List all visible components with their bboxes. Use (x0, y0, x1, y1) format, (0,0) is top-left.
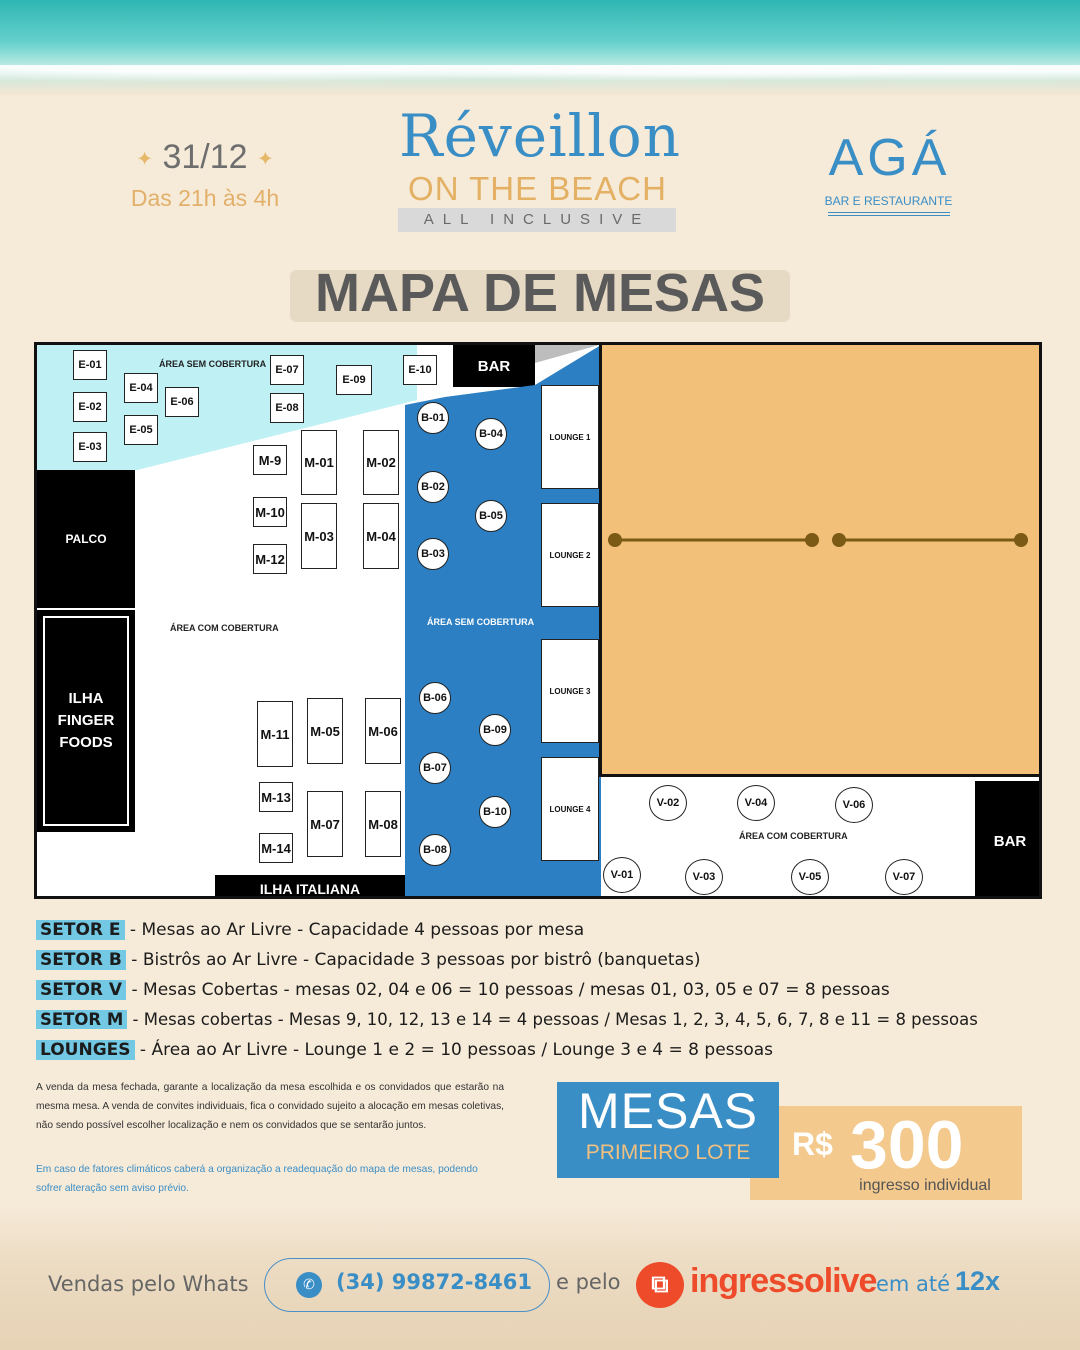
table-m-07[interactable]: M-07 (307, 791, 343, 857)
area-sem-cobertura-b-label: ÁREA SEM COBERTURA (427, 617, 535, 627)
lounge-2[interactable]: LOUNGE 2 (541, 503, 599, 607)
table-m-13[interactable]: M-13 (259, 782, 293, 812)
table-m-03[interactable]: M-03 (301, 503, 337, 569)
bar-top: BAR (453, 345, 535, 387)
pool-lines (608, 533, 1028, 547)
ilha-italiana: ILHA ITALIANA (215, 875, 405, 896)
price-note: ingresso individual (859, 1177, 991, 1194)
e-pelo-label: e pelo (556, 1270, 621, 1294)
sector-tag: SETOR V (36, 980, 127, 1000)
venue-logo: AGÁ (828, 129, 951, 187)
table-v-01[interactable]: V-01 (603, 857, 641, 893)
title-main: Réveillon (398, 102, 681, 170)
table-b-10[interactable]: B-10 (479, 796, 511, 828)
table-v-05[interactable]: V-05 (791, 859, 829, 895)
table-m-11[interactable]: M-11 (257, 701, 293, 767)
parcelas-label: 12x (955, 1266, 1001, 1296)
table-m-01[interactable]: M-01 (301, 430, 337, 495)
palco: PALCO (37, 470, 135, 608)
table-m-9[interactable]: M-9 (253, 445, 287, 475)
logo-underline (828, 212, 950, 216)
title-sub: ON THE BEACH (408, 170, 667, 207)
table-v-07[interactable]: V-07 (885, 859, 923, 895)
area-sem-cobertura-label: ÁREA SEM COBERTURA (159, 359, 267, 369)
phone-button[interactable] (264, 1258, 550, 1312)
mesas-box (557, 1082, 779, 1178)
sector-b-row: SETOR B - Bistrôs ao Ar Livre - Capacida… (36, 950, 1046, 976)
sector-tag: SETOR E (36, 920, 125, 940)
table-m-08[interactable]: M-08 (365, 791, 401, 857)
table-e-02[interactable]: E-02 (73, 392, 107, 422)
table-b-05[interactable]: B-05 (475, 500, 507, 532)
table-v-03[interactable]: V-03 (685, 859, 723, 895)
price-value: 300 (850, 1107, 964, 1183)
table-v-02[interactable]: V-02 (649, 785, 687, 821)
pool-area (599, 345, 1039, 777)
currency-label: R$ (792, 1126, 833, 1162)
table-b-07[interactable]: B-07 (419, 752, 451, 784)
table-v-04[interactable]: V-04 (737, 785, 775, 821)
sector-tag: LOUNGES (36, 1040, 135, 1060)
ingressolive-link[interactable]: ingressolive (690, 1262, 877, 1300)
phone-number[interactable]: (34) 99872-8461 (336, 1270, 532, 1294)
lote-label: PRIMEIRO LOTE (585, 1141, 751, 1164)
table-b-04[interactable]: B-04 (475, 418, 507, 450)
lounge-3[interactable]: LOUNGE 3 (541, 639, 599, 743)
table-m-02[interactable]: M-02 (363, 430, 399, 495)
venue-logo-sub: BAR E RESTAURANTE (824, 194, 953, 208)
ocean-background (0, 0, 1080, 95)
sector-v-row: SETOR V - Mesas Cobertas - mesas 02, 04 … (36, 980, 1046, 1006)
table-b-02[interactable]: B-02 (417, 471, 449, 503)
area-com-cobertura-v-label: ÁREA COM COBERTURA (739, 831, 848, 841)
table-map: ÁREA SEM COBERTURA E-01 E-02 E-03 E-04 E… (34, 342, 1042, 899)
sector-m-row: SETOR M - Mesas cobertas - Mesas 9, 10, … (36, 1010, 1046, 1036)
whatsapp-icon: ✆ (296, 1272, 322, 1298)
sector-e-row: SETOR E - Mesas ao Ar Livre - Capacidade… (36, 920, 1046, 946)
table-e-06[interactable]: E-06 (165, 387, 199, 417)
table-m-14[interactable]: M-14 (259, 833, 293, 863)
area-com-cobertura-label: ÁREA COM COBERTURA (170, 623, 279, 633)
table-e-08[interactable]: E-08 (270, 393, 304, 423)
lounge-1[interactable]: LOUNGE 1 (541, 385, 599, 489)
bar-right: BAR (975, 781, 1039, 896)
table-b-01[interactable]: B-01 (417, 402, 449, 434)
em-ate-label: em até (876, 1272, 951, 1296)
map-title: MAPA DE MESAS (314, 263, 766, 323)
bar-corner (535, 345, 599, 363)
table-e-03[interactable]: E-03 (73, 432, 107, 462)
table-b-08[interactable]: B-08 (419, 834, 451, 866)
table-e-04[interactable]: E-04 (124, 373, 158, 403)
table-m-05[interactable]: M-05 (307, 698, 343, 764)
price-box (750, 1106, 1022, 1200)
ilha-finger-foods: ILHA FINGER FOODS (37, 610, 135, 832)
table-e-07[interactable]: E-07 (270, 355, 304, 385)
title-brush (290, 270, 790, 322)
table-m-10[interactable]: M-10 (253, 497, 287, 527)
event-hours: Das 21h às 4h (130, 185, 280, 211)
table-e-05[interactable]: E-05 (124, 415, 158, 445)
event-date: ✦ 31/12 ✦ (136, 138, 274, 176)
table-m-06[interactable]: M-06 (365, 698, 401, 764)
table-e-09[interactable]: E-09 (336, 365, 372, 395)
table-m-12[interactable]: M-12 (253, 544, 287, 574)
sector-tag: SETOR M (36, 1010, 128, 1029)
ingressolive-icon: ⧉ (636, 1262, 684, 1308)
title-tag: ALL INCLUSIVE (398, 208, 676, 232)
whats-label: Vendas pelo Whats (48, 1272, 249, 1296)
weather-note: Em caso de fatores climáticos caberá a o… (36, 1164, 478, 1194)
table-b-03[interactable]: B-03 (417, 538, 449, 570)
lounge-4[interactable]: LOUNGE 4 (541, 757, 599, 861)
table-v-06[interactable]: V-06 (835, 787, 873, 823)
table-b-06[interactable]: B-06 (419, 682, 451, 714)
lounges-row: LOUNGES - Área ao Ar Livre - Lounge 1 e … (36, 1040, 1046, 1066)
sales-note: A venda da mesa fechada, garante a local… (36, 1082, 504, 1131)
table-e-10[interactable]: E-10 (403, 355, 437, 385)
table-b-09[interactable]: B-09 (479, 714, 511, 746)
table-e-01[interactable]: E-01 (73, 350, 107, 380)
table-m-04[interactable]: M-04 (363, 503, 399, 569)
mesas-label: MESAS (577, 1083, 759, 1139)
sector-tag: SETOR B (36, 950, 126, 970)
